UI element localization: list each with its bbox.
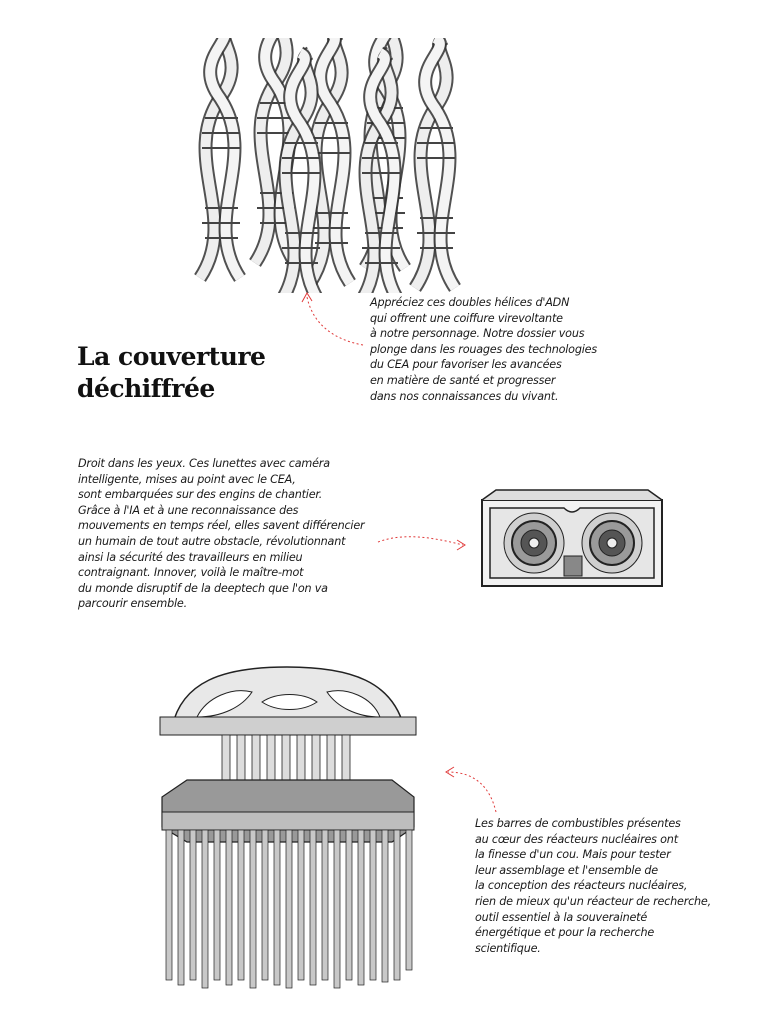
caption-line: intelligente, mises au point avec le CEA… [78,472,296,486]
caption-line: scientifique. [475,941,541,955]
caption-line: parcourir ensemble. [78,597,187,611]
caption-line: Appréciez ces doubles hélices d'ADN [370,296,570,309]
dashed-arrow-reactor [445,766,497,813]
caption-line: du CEA pour favoriser les avancées [370,358,562,372]
caption-line: à notre personnage. Notre dossier vous [370,327,585,341]
caption-line: un humain de tout autre obstacle, révolu… [78,534,346,548]
smart-glasses-illustration [481,489,663,587]
caption-line: Grâce à l'IA et à une reconnaissance des [78,503,299,517]
caption-line: Les barres de combustibles présentes [475,817,681,830]
caption-line: outil essentiel à la souveraineté [475,910,648,924]
caption-line: Droit dans les yeux. Ces lunettes avec c… [78,457,330,470]
caption-line: contraignant. Innover, voilà le maître-m… [78,566,304,580]
caption-line: qui offrent une coiffure virevoltante [370,311,563,325]
caption-line: dans nos connaissances du vivant. [370,389,559,403]
dna-caption: Appréciez ces doubles hélices d'ADN qui … [370,295,597,404]
caption-line: du monde disruptif de la deeptech que l'… [78,581,328,595]
caption-line: leur assemblage et l'ensemble de [475,863,658,877]
caption-line: plonge dans les rouages des technologies [370,342,597,356]
caption-line: la conception des réacteurs nucléaires, [475,879,688,893]
reactor-fuel-assembly-illustration [159,666,417,989]
caption-line: mouvements en temps réel, elles savent d… [78,519,365,533]
caption-line: rien de mieux qu'un réacteur de recherch… [475,894,711,908]
dashed-arrow-dna [301,292,364,346]
dna-helix-illustration [194,38,475,293]
title-line: La couverture [77,342,266,371]
caption-line: au cœur des réacteurs nucléaires ont [475,832,678,846]
caption-line: en matière de santé et progresser [370,373,556,387]
page-title: La couverture déchiffrée [77,341,266,405]
caption-line: énergétique et pour la recherche [475,926,655,940]
caption-line: sont embarquées sur des engins de chanti… [78,488,323,502]
title-line: déchiffrée [77,374,215,403]
reactor-caption: Les barres de combustibles présentes au … [475,816,711,956]
caption-line: la finesse d'un cou. Mais pour tester [475,848,671,862]
glasses-caption: Droit dans les yeux. Ces lunettes avec c… [78,456,365,612]
caption-line: ainsi la sécurité des travailleurs en mi… [78,550,303,564]
dashed-arrow-glasses [377,536,466,551]
